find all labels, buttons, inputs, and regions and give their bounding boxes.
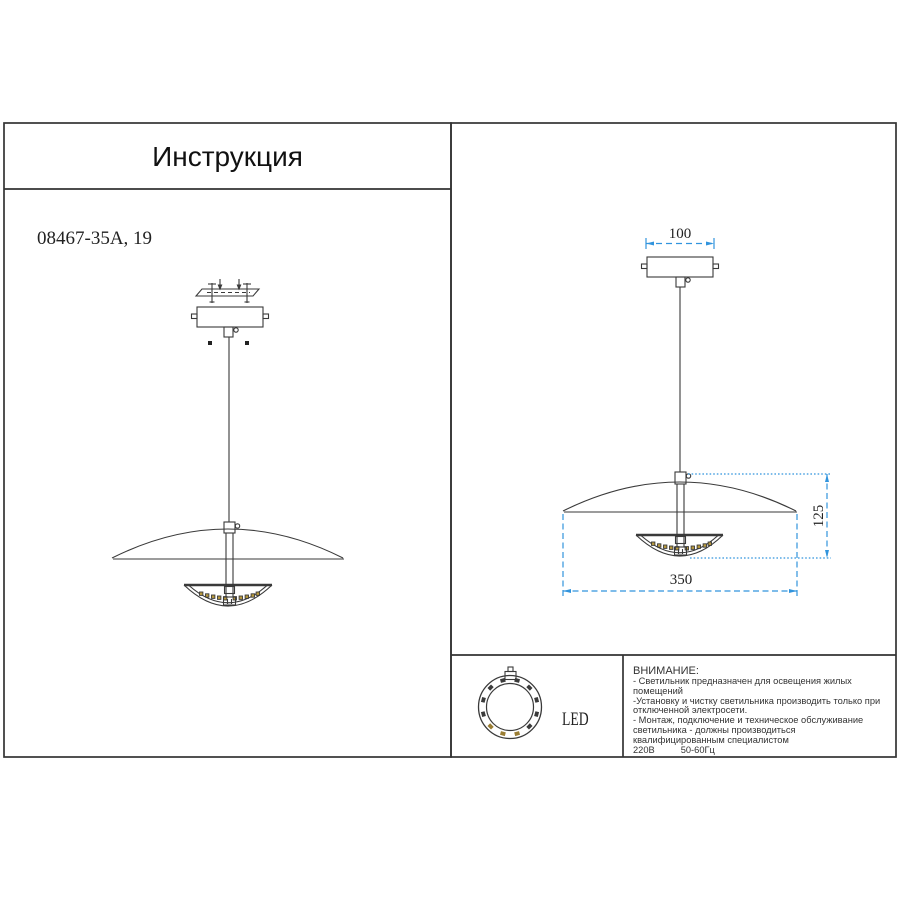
bowl-finial	[222, 596, 237, 606]
ceiling-canopy-right	[646, 256, 714, 278]
model-number: 08467-35А, 19	[37, 228, 153, 249]
panel-frames	[3, 122, 897, 758]
warning-block: ВНИМАНИЕ: - Светильник предназначен для …	[633, 665, 893, 755]
warning-line: - Светильник предназначен для освещения …	[633, 676, 852, 686]
warning-heading: ВНИМАНИЕ:	[633, 665, 699, 677]
led-ring-icon	[477, 666, 543, 740]
mounting-screws	[208, 279, 251, 303]
led-row	[199, 591, 260, 601]
dim-100	[645, 238, 715, 249]
dim-label-125: 125	[811, 504, 827, 528]
rod-connector	[223, 326, 234, 338]
warning-line: светильника - должны производиться	[633, 724, 796, 735]
shade-holder	[223, 521, 236, 534]
rod-coupler	[223, 585, 236, 595]
frequency: 50-60Гц	[680, 744, 715, 755]
right-panel-frame	[450, 122, 897, 758]
dim-350	[562, 514, 798, 597]
pendant-lamp-drawing-left	[111, 279, 344, 607]
page-title: Инструкция	[152, 141, 303, 172]
dim-label-100: 100	[668, 226, 692, 242]
shade-holder-right	[674, 471, 687, 485]
dimension-lines	[562, 238, 831, 597]
mounting-strip	[194, 288, 261, 297]
led-ring-dots	[480, 677, 540, 737]
warning-line: -Установку и чистку светильника производ…	[633, 695, 881, 706]
warning-line: отключенной электросети.	[633, 705, 748, 716]
lamp-shade-right	[562, 481, 797, 512]
pendant-lamp-drawing-right	[562, 256, 797, 557]
dim-label-350: 350	[669, 572, 693, 588]
rod-connector-right	[675, 276, 686, 288]
bowl-finial-right	[673, 546, 688, 556]
warning-line: - Монтаж, подключение и техническое обсл…	[633, 715, 864, 726]
warning-line: помещений	[633, 685, 684, 696]
led-type-label: LED	[562, 709, 589, 730]
ceiling-canopy	[196, 306, 264, 328]
left-panel-frame	[3, 122, 452, 758]
power-spec: 220В 50-60Гц	[633, 744, 893, 756]
warning-line: квалифицированным специалистом	[633, 734, 789, 745]
dim-125	[688, 473, 831, 559]
voltage: 220В	[633, 744, 655, 755]
lamp-shade	[111, 528, 344, 559]
rod-coupler-right	[674, 535, 687, 545]
